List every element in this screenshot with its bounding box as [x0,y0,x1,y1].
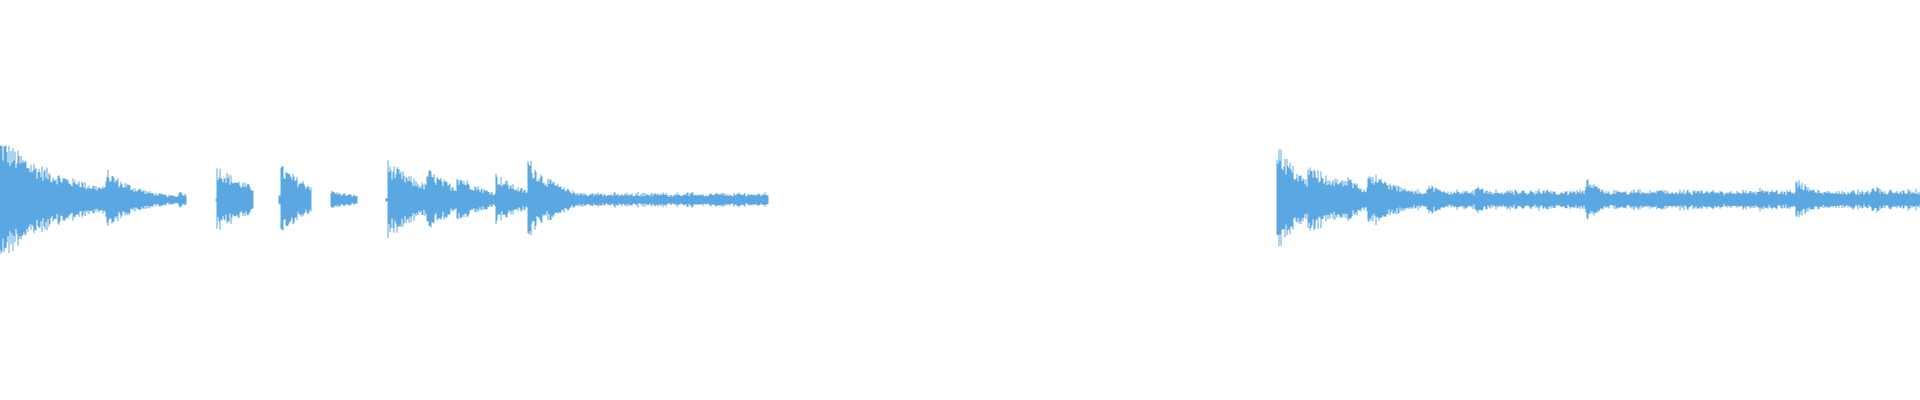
waveform-trace [0,144,1920,254]
waveform-clip-1 [0,144,769,254]
waveform-path-clip-1 [0,144,769,254]
waveform-clip-2 [1276,149,1920,247]
waveform-path-clip-2 [1276,149,1920,247]
